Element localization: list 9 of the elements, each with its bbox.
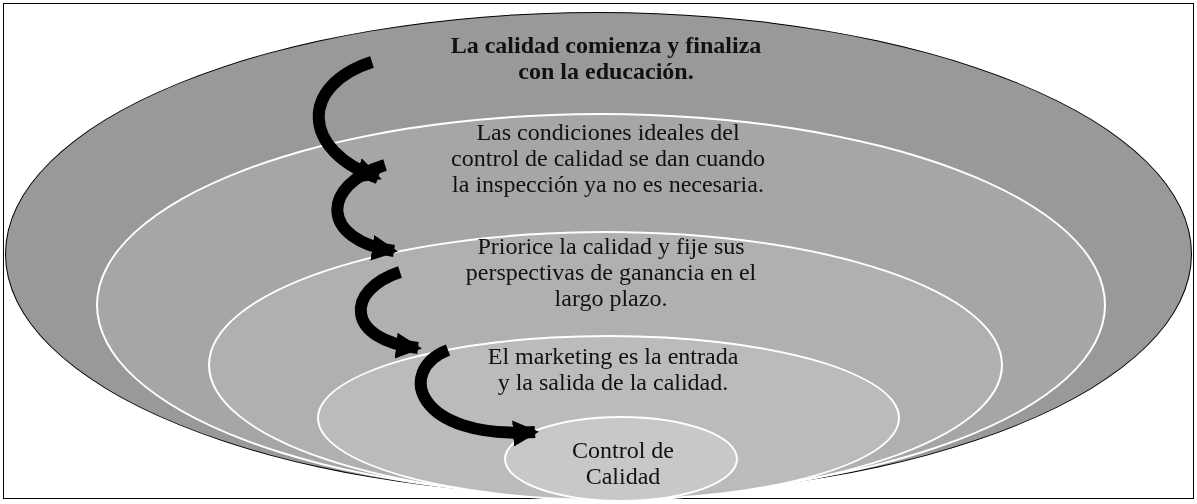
ellipse-text: El marketing es la entrada y la salida de la calidad. bbox=[486, 343, 740, 395]
curved-arrow bbox=[331, 159, 398, 260]
ellipse-text: Control de Calidad bbox=[571, 437, 675, 489]
curved-arrow bbox=[312, 56, 382, 184]
heading-text: La calidad comienza y finaliza con la educación. bbox=[449, 32, 763, 84]
curved-arrow bbox=[414, 344, 539, 446]
ellipse-text: Priorice la calidad y fije sus perspectivas de ganancia en el largo plazo. bbox=[464, 233, 758, 311]
ellipse-text: Las condiciones ideales del control de calidad se dan cuando la inspección ya no es necesaria. bbox=[450, 119, 766, 197]
curved-arrow bbox=[355, 266, 422, 358]
